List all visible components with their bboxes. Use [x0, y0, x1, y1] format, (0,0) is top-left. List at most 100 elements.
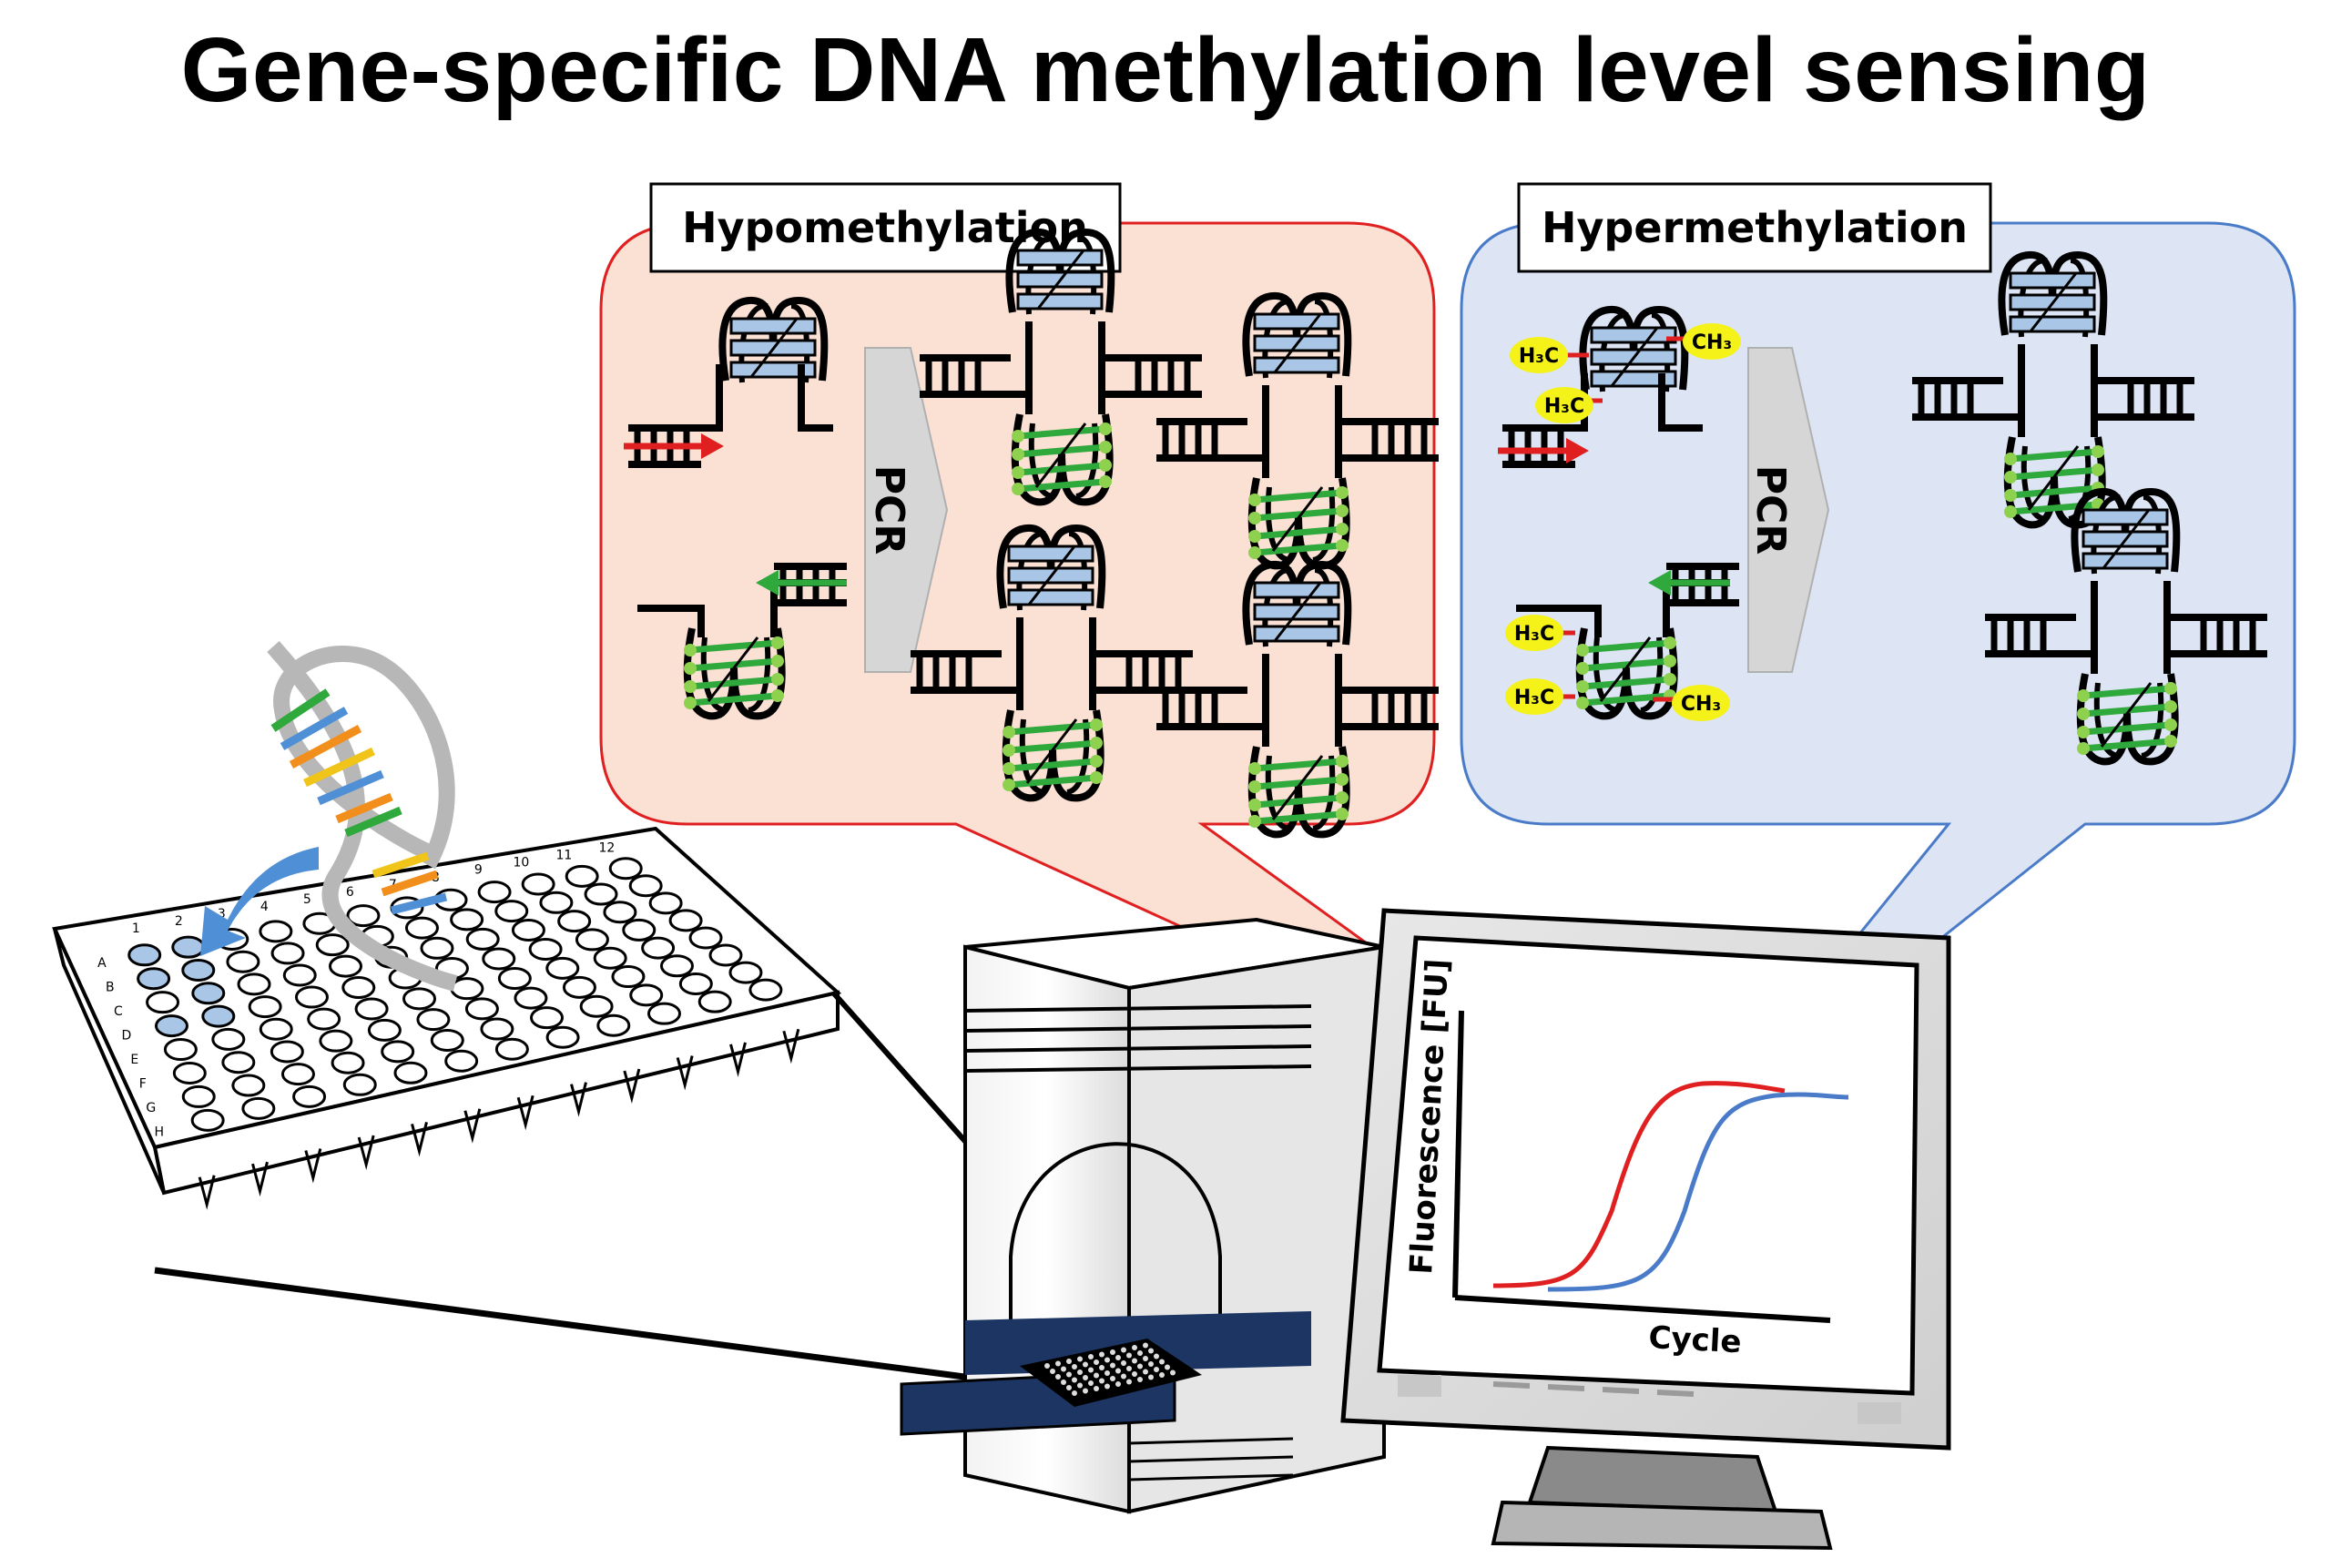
tray-well	[1066, 1371, 1072, 1378]
plate-row-label: C	[114, 1004, 123, 1019]
plate-well	[628, 874, 663, 898]
tray-well	[1148, 1348, 1154, 1354]
tray-well	[1126, 1366, 1132, 1371]
plate-well	[307, 1007, 341, 1031]
plate-well	[190, 1108, 225, 1132]
plate-well	[596, 1013, 631, 1037]
tray-well	[1088, 1380, 1094, 1386]
tray-well	[1159, 1372, 1165, 1378]
tray-well	[1110, 1376, 1115, 1381]
plate-well	[562, 975, 596, 999]
plate-well	[611, 965, 646, 989]
plate-well	[659, 954, 694, 978]
plate-well-tip	[251, 1161, 269, 1197]
tray-well	[1115, 1355, 1121, 1360]
plate-column-label: 12	[598, 841, 615, 856]
plate-well	[331, 1051, 365, 1074]
methyl-tag-label: H₃C	[1519, 345, 1559, 368]
plate-well	[528, 937, 563, 961]
hyper-template-bottom: H₃C H₃C CH₃	[1505, 566, 1739, 721]
methyl-tag-label: CH₃	[1692, 331, 1732, 354]
tray-well	[1083, 1361, 1088, 1368]
plate-well	[584, 882, 618, 906]
plate-row-label: A	[97, 956, 107, 971]
plate-well	[181, 958, 216, 982]
plate-well	[444, 1049, 479, 1073]
plate-well	[342, 1073, 377, 1096]
plate-well	[708, 943, 743, 967]
tray-well	[1083, 1388, 1088, 1394]
tray-well	[1126, 1352, 1132, 1359]
plate-column-label: 9	[474, 863, 483, 878]
transfer-arrow-icon	[200, 847, 319, 956]
hyper-pcr-arrow: PCR	[1747, 347, 1830, 673]
hypo-pcr-label: PCR	[866, 465, 912, 555]
plate-well	[514, 986, 548, 1010]
plate-column-label: 11	[555, 849, 572, 863]
methyl-tag	[1505, 678, 1563, 715]
tray-well	[1132, 1371, 1137, 1377]
plate-well	[494, 1037, 529, 1061]
plate-well	[482, 947, 516, 971]
methyl-tag	[1683, 323, 1741, 360]
plate-well	[381, 1040, 415, 1064]
tray-well	[1143, 1356, 1148, 1361]
plate-well	[270, 1040, 304, 1064]
tray-well	[1121, 1373, 1126, 1380]
plate-well	[404, 916, 439, 940]
plate-well	[211, 1027, 246, 1051]
plate-well	[163, 1038, 198, 1062]
tray-well	[1088, 1367, 1094, 1373]
tray-well	[1099, 1365, 1104, 1370]
plate-well-tip	[463, 1108, 482, 1144]
plate-column-label: 5	[303, 892, 311, 907]
plate-column-label: 6	[346, 885, 354, 900]
tray-well	[1143, 1369, 1148, 1375]
plate-well	[294, 985, 329, 1009]
plate-well	[226, 950, 260, 973]
plate-well	[521, 872, 555, 896]
tray-well	[1159, 1359, 1165, 1365]
tray-well	[1115, 1381, 1121, 1387]
plate-well	[270, 942, 305, 965]
methyl-tag-label: CH₃	[1681, 693, 1721, 716]
plate-well	[494, 900, 529, 923]
plate-well	[393, 1061, 428, 1084]
tray-well	[1132, 1358, 1137, 1364]
plate-row-label: B	[106, 981, 115, 995]
plate-well	[545, 956, 580, 980]
plate-well	[259, 920, 293, 943]
plate-well-tip	[729, 1042, 747, 1077]
plate-well	[545, 1025, 580, 1049]
plate-well	[191, 982, 226, 1005]
plate-well	[241, 1096, 276, 1120]
tray-well	[1143, 1342, 1148, 1349]
plate-well-tip	[516, 1095, 534, 1131]
tray-well	[1110, 1349, 1115, 1355]
tray-well	[1110, 1362, 1115, 1369]
tray-well	[1137, 1363, 1143, 1369]
plate-well	[292, 1084, 327, 1108]
hyper-template-top: H₃C CH₃ H₃C	[1498, 310, 1741, 464]
plate-well	[678, 972, 713, 995]
plate-well	[416, 1008, 451, 1032]
tray-well	[1165, 1364, 1170, 1370]
plate-well-tip	[198, 1175, 216, 1210]
plate-well	[648, 891, 683, 915]
plate-well	[641, 936, 676, 960]
plate-well	[367, 1018, 402, 1042]
hypo-pcr-arrow: PCR	[864, 347, 949, 673]
tray-well	[1094, 1386, 1099, 1391]
plate-well	[728, 961, 763, 984]
graph-x-label: Cycle	[1648, 1319, 1743, 1360]
plate-well-tip	[357, 1135, 375, 1170]
plate-well	[603, 901, 637, 924]
methyl-tag	[1672, 685, 1730, 721]
plate-well-tip	[411, 1122, 428, 1157]
methyl-tag-label: H₃C	[1514, 687, 1554, 709]
plate-well	[450, 977, 484, 1001]
plate-wells	[127, 857, 783, 1132]
plate-well	[341, 976, 376, 1000]
